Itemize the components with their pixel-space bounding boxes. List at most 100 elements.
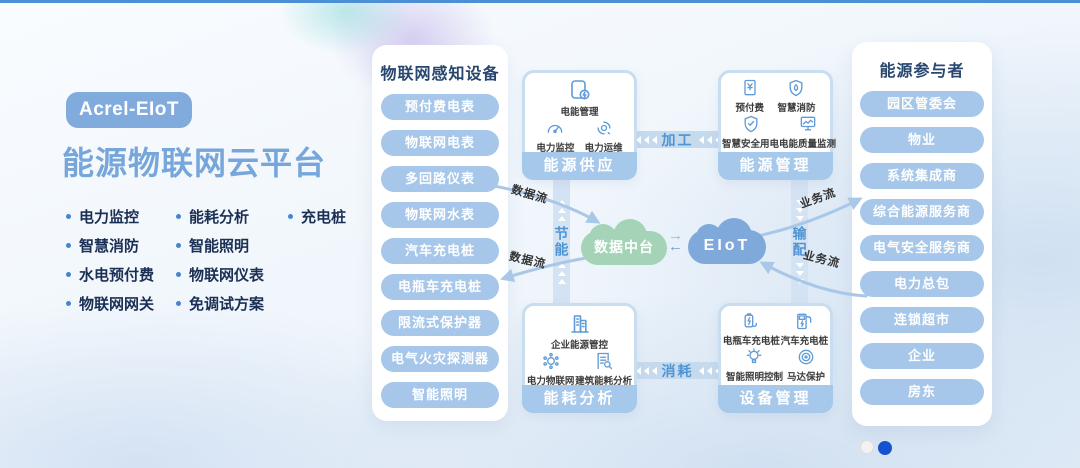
feature-item: 充电桩	[288, 206, 346, 226]
diagram-item-label: 智慧安全用电	[722, 139, 780, 150]
bullet-dot-icon	[176, 242, 181, 248]
diagram-item: 电力运维	[585, 118, 623, 154]
cloud-base	[581, 231, 667, 265]
feature-label: 免调试方案	[189, 295, 265, 313]
diagram-item: 智能照明控制	[726, 347, 783, 383]
cloud-exchange-arrows: → ←	[668, 228, 683, 255]
diagram-item-label: 智慧消防	[777, 103, 816, 114]
energy-participants-card: 能源参与者 园区管委会 物业 系统集成商 综合能源服务商 电气安全服务商 电力总…	[852, 42, 992, 426]
device-pill: 电气火灾探测器	[381, 346, 499, 372]
feature-column: 能耗分析 智能照明 物联网仪表 免调试方案	[176, 206, 288, 313]
smart-lighting-icon	[747, 348, 762, 364]
device-pill: 预付费电表	[381, 94, 499, 120]
flow-label-distribution: 输配	[791, 225, 808, 258]
bullet-dot-icon	[176, 300, 181, 306]
feature-label: 智能照明	[189, 237, 250, 255]
feature-item: 物联网网关	[66, 293, 176, 313]
device-pill: 电瓶车充电桩	[381, 274, 499, 300]
chevron-left-icon	[698, 135, 704, 144]
bullet-dot-icon	[288, 213, 293, 219]
chevron-down-icon	[795, 207, 804, 213]
participant-pill: 电力总包	[860, 271, 984, 297]
diagram-item: 电力物联网	[526, 351, 575, 387]
diagram-item: 电能管理	[526, 78, 633, 118]
chevron-left-icon	[635, 366, 641, 375]
flow-band-saving: 节能	[553, 180, 570, 303]
chevron-down-icon	[795, 215, 804, 221]
top-accent-line	[0, 0, 1080, 3]
diagram-item-label: 智能照明控制	[725, 372, 783, 383]
participant-pill: 系统集成商	[860, 163, 984, 189]
bullet-dot-icon	[66, 213, 71, 219]
feature-label: 电力监控	[79, 208, 140, 226]
diagram-item: 电力监控	[536, 118, 574, 154]
chevron-up-icon	[557, 207, 566, 213]
feature-item: 智慧消防	[66, 235, 176, 255]
energy-management-icon	[570, 80, 589, 100]
feature-list: 电力监控 智慧消防 水电预付费 物联网网关 能耗分析 智能照明 物联网仪表 免调…	[66, 206, 346, 313]
chevron-down-icon	[795, 262, 804, 268]
data-hub-cloud: 数据中台	[581, 219, 667, 265]
platform-title: 能源物联网云平台	[62, 145, 327, 181]
iot-devices-card: 物联网感知设备 预付费电表 物联网电表 多回路仪表 物联网水表 汽车充电桩 电瓶…	[372, 45, 508, 421]
prepayment-icon	[744, 79, 756, 96]
enterprise-energy-icon	[570, 315, 589, 333]
diagram-item-label: 电瓶车充电桩	[722, 336, 780, 347]
carousel-dot-active[interactable]	[878, 441, 892, 455]
cloud-base	[688, 230, 766, 264]
business-flow-arrow-in	[759, 261, 868, 298]
box-energy-management: 预付费 智慧消防 智慧安全用电 电能质量监测 能源管理	[718, 70, 836, 180]
chevron-left-icon	[635, 135, 641, 144]
diagram-item-label: 电力物联网	[526, 376, 575, 387]
box-energy-analysis: 企业能源管控 电力物联网 建筑能耗分析 能耗分析	[522, 303, 637, 413]
flow-band-distribution: 输配	[791, 180, 808, 303]
feature-item: 免调试方案	[176, 293, 288, 313]
chevron-left-icon	[651, 135, 657, 144]
exchange-left-arrow-icon: ←	[668, 238, 683, 255]
energy-participants-title: 能源参与者	[879, 63, 965, 80]
chevron-left-icon	[714, 366, 720, 375]
participant-pill: 园区管委会	[860, 91, 984, 117]
feature-label: 水电预付费	[79, 266, 155, 284]
feature-column: 电力监控 智慧消防 水电预付费 物联网网关	[66, 206, 176, 313]
feature-label: 充电桩	[301, 208, 347, 226]
diagram-item-label: 马达保护	[786, 372, 825, 383]
device-pill: 物联网水表	[381, 202, 499, 228]
chevron-down-icon	[795, 199, 804, 205]
participant-pill: 综合能源服务商	[860, 199, 984, 225]
data-flow-arrow-out	[500, 255, 594, 283]
diagram-item: 电能质量监测	[779, 114, 836, 150]
chevron-up-icon	[557, 262, 566, 268]
flow-band-processing: 加工	[635, 131, 720, 148]
diagram-item: 马达保护	[787, 347, 825, 383]
diagram-item-label: 电力运维	[584, 143, 623, 154]
flow-label-consumption: 消耗	[661, 362, 694, 379]
device-pill: 多回路仪表	[381, 166, 499, 192]
diagram-item: 汽车充电桩	[781, 311, 828, 347]
box-title-energy-management: 能源管理	[718, 152, 833, 180]
feature-label: 能耗分析	[189, 208, 250, 226]
car-charging-icon	[797, 313, 812, 330]
carousel-dot-inactive[interactable]	[860, 440, 874, 454]
chevron-left-icon	[643, 366, 649, 375]
chevron-up-icon	[557, 215, 566, 221]
iot-devices-title: 物联网感知设备	[380, 66, 500, 83]
chevron-left-icon	[714, 135, 720, 144]
bullet-dot-icon	[66, 242, 71, 248]
flow-label-processing: 加工	[661, 131, 694, 148]
feature-item: 电力监控	[66, 206, 176, 226]
motor-protection-icon	[798, 349, 814, 365]
device-pill: 物联网电表	[381, 130, 499, 156]
bullet-dot-icon	[66, 300, 71, 306]
feature-label: 智慧消防	[79, 237, 140, 255]
participant-pill: 电气安全服务商	[860, 235, 984, 261]
feature-item: 物联网仪表	[176, 264, 288, 284]
diagram-item: 预付费	[735, 78, 764, 114]
chevron-up-icon	[557, 278, 566, 284]
diagram-item: 智慧消防	[777, 78, 816, 114]
box-title-energy-supply: 能源供应	[522, 152, 637, 180]
box-equipment-management: 电瓶车充电桩 汽车充电桩 智能照明控制 马达保护 设备管理	[718, 303, 833, 413]
participant-pill: 物业	[860, 127, 984, 153]
fire-protection-icon	[789, 79, 803, 97]
